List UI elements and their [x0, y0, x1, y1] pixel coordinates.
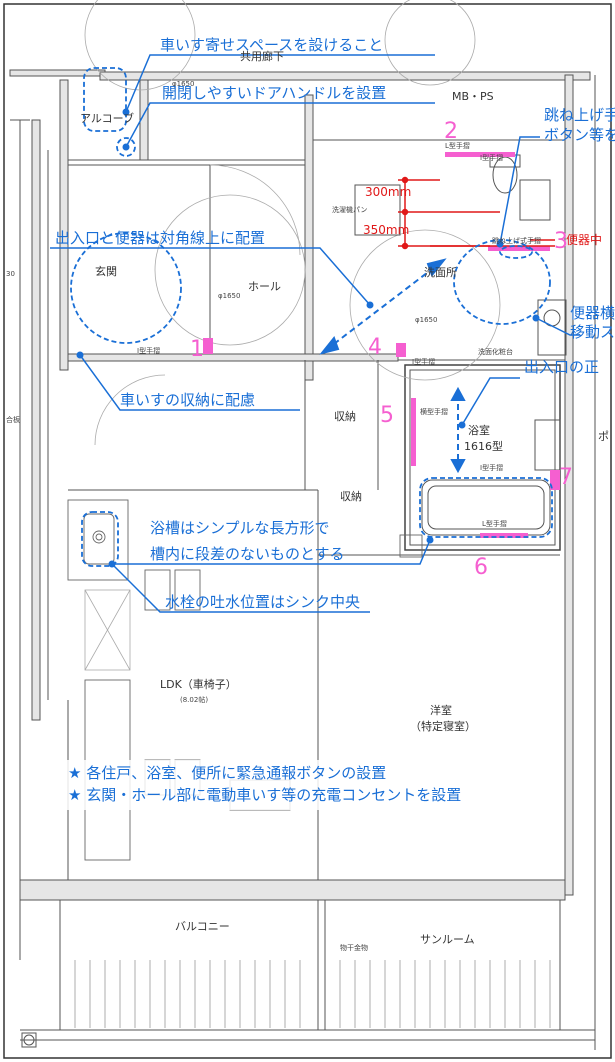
- room-label-hall: ホール: [248, 280, 281, 293]
- room-label-bathroom: 浴室: [468, 423, 490, 437]
- annotation-wheelchair-space: 車いす寄せスペースを設けること: [160, 36, 383, 54]
- marker-number-7: 7: [559, 465, 573, 490]
- diameter-label-3: φ1650: [415, 316, 437, 324]
- dim-label-toilet-center: 便器中: [566, 232, 602, 247]
- room-label-western: 洋室: [430, 703, 452, 717]
- handrail-label-haneage: 跳ね上げ式手摺: [492, 236, 541, 245]
- annotation-wheelchair-storage: 車いすの収納に配慮: [120, 391, 255, 409]
- room-label-balcony: バルコニー: [175, 920, 230, 933]
- annotation-toilet-side-line1: 便器横: [570, 304, 615, 322]
- annotation-haneage-line2: ボタン等を: [544, 126, 615, 144]
- handrail-label-1: I型手摺: [137, 346, 160, 355]
- bathtub-outline: [419, 477, 553, 538]
- note-emergency-button: ★ 各住戸、浴室、便所に緊急通報ボタンの設置: [68, 764, 386, 782]
- handrail-markers: [203, 152, 560, 538]
- annotation-toilet-side-line2: 移動ス: [570, 323, 615, 341]
- room-label-western-sub: （特定寝室）: [410, 719, 476, 733]
- fixture-label-vanity: 洗面化粧台: [478, 347, 513, 356]
- walls: [3, 3, 612, 1059]
- marker-number-5: 5: [380, 403, 394, 428]
- marker-number-2: 2: [444, 119, 458, 144]
- handrail-marker-5: [411, 398, 416, 466]
- room-label-ldk-size: (8.02帖): [180, 695, 208, 704]
- left-edge-number: 30: [6, 270, 15, 278]
- room-label-ldk: LDK（車椅子）: [160, 677, 237, 691]
- balcony-hatching: [74, 960, 551, 1028]
- fixture-label-washer-pan: 洗濯機パン: [332, 205, 367, 214]
- leader-dots: [76, 108, 540, 568]
- handrail-label-l-1: L型手摺: [482, 519, 507, 528]
- annotation-bathtub-line2: 槽内に段差のないものとする: [150, 545, 345, 563]
- leader-lines: [50, 54, 580, 613]
- handrail-label-4: I型手摺: [480, 153, 503, 162]
- marker-number-6: 6: [474, 555, 488, 580]
- handrail-label-3: I型手摺: [480, 463, 503, 472]
- room-label-senmenjo: 洗面所: [424, 266, 457, 279]
- turning-circles: [84, 0, 501, 671]
- clearance-arrows: [319, 258, 466, 474]
- room-label-shuno: 収納: [334, 410, 356, 423]
- diameter-label-2: φ1650: [218, 292, 240, 300]
- sink-outline: [81, 511, 119, 567]
- wheelchair-space-outline: [83, 67, 127, 132]
- handrail-marker-4: [396, 343, 406, 357]
- annotation-diagonal-layout: 出入口と便器は対角線上に配置: [55, 229, 265, 247]
- marker-number-3: 3: [554, 229, 568, 254]
- handrail-marker-6: [480, 533, 528, 538]
- marker-number-1: 1: [190, 337, 204, 362]
- toilet-side-outline: [453, 239, 551, 325]
- room-label-mbps: MB・PS: [452, 90, 494, 103]
- genkan-turning-outline: [70, 232, 182, 344]
- handrail-marker-3: [488, 246, 550, 251]
- diameter-label-1: φ1650: [172, 80, 194, 88]
- handrail-label-yoko: 横型手摺: [420, 407, 448, 416]
- marker-number-4: 4: [368, 335, 382, 360]
- room-label-bathroom-type: 1616型: [464, 439, 503, 453]
- annotation-bathtub-line1: 浴槽はシンプルな長方形で: [150, 519, 330, 537]
- handrail-marker-2: [445, 152, 515, 157]
- annotation-faucet: 水栓の吐水位置はシンク中央: [165, 593, 360, 611]
- annotation-door-handle: 開閉しやすいドアハンドルを設置: [162, 84, 386, 102]
- room-label-genkan: 玄関: [95, 264, 117, 278]
- plywood-label: 合板: [6, 415, 20, 424]
- handrail-marker-7: [550, 470, 560, 490]
- door-handle-outline: [116, 137, 136, 157]
- handrail-label-l-2: L型手摺: [445, 141, 470, 150]
- room-label-shuno2: 収納: [340, 490, 362, 503]
- handrail-marker-1: [203, 338, 213, 354]
- note-charging-outlet: ★ 玄関・ホール部に電動車いす等の充電コンセントを設置: [68, 786, 461, 804]
- notes-background: [64, 760, 534, 810]
- room-label-sunroom: サンルーム: [420, 933, 475, 946]
- toilet-outline: [499, 245, 533, 259]
- handrail-label-2: I型手摺: [412, 357, 435, 366]
- fixture-label-clothes-rail: 物干金物: [340, 943, 368, 952]
- room-label-alcove: アルコーブ: [80, 111, 134, 125]
- annotation-entrance-front: 出入口の正: [524, 358, 599, 376]
- dim-label-300: 300mm: [365, 185, 411, 199]
- room-label-corridor: 共用廊下: [240, 49, 284, 63]
- callout-shapes: [70, 67, 553, 567]
- room-label-right-edge: ポ: [598, 430, 609, 443]
- dim-label-350: 350mm: [363, 223, 409, 237]
- annotation-haneage-line1: 跳ね上げ手: [544, 106, 615, 124]
- dimension-lines: [398, 176, 555, 250]
